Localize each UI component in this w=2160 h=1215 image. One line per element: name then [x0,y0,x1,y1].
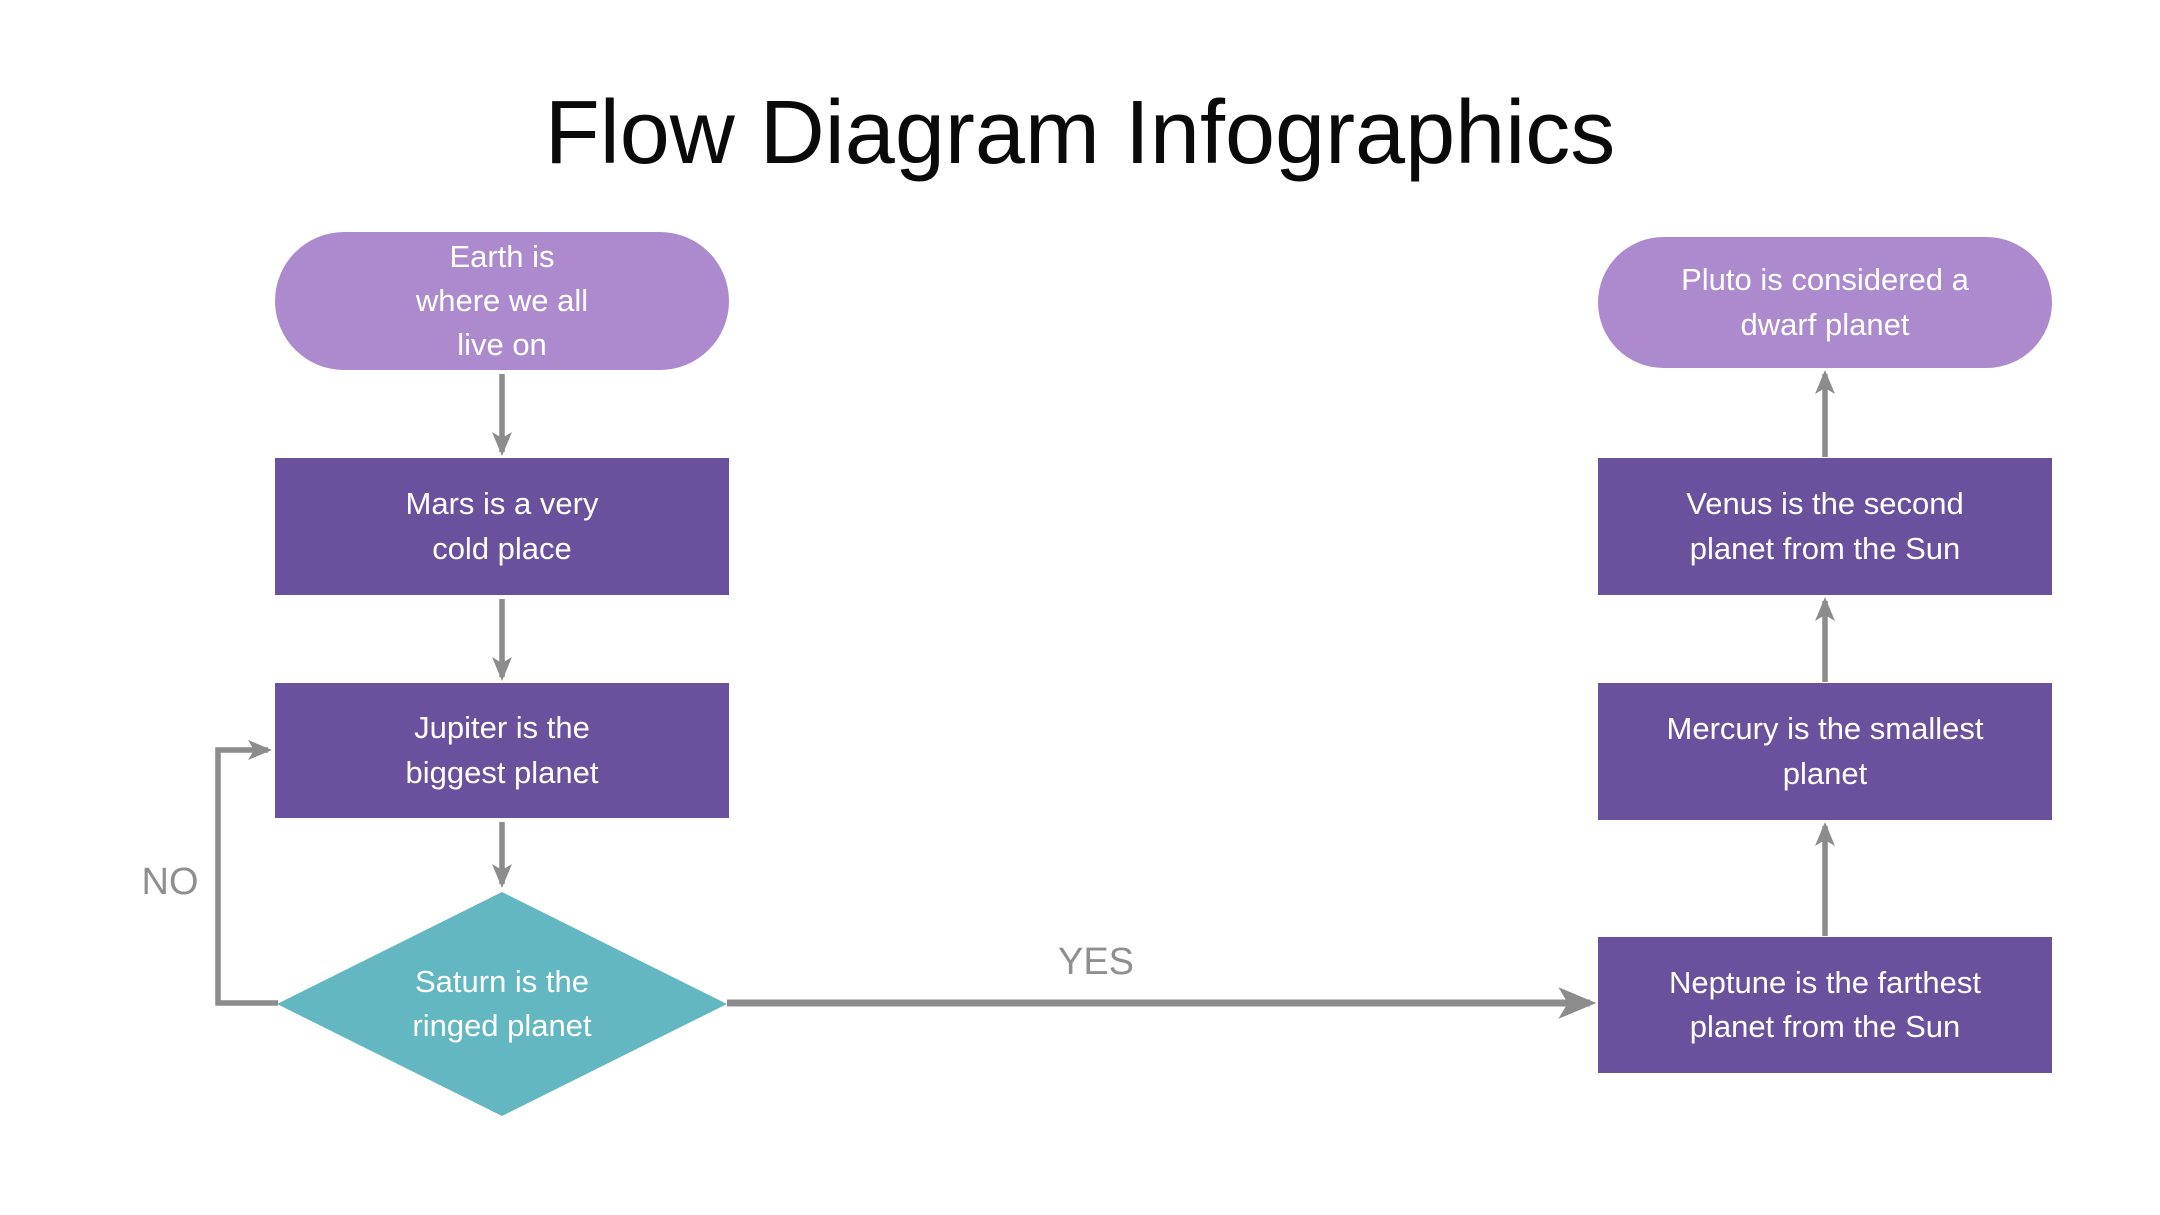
terminator-node-earth: Earth is where we all live on [275,232,729,370]
process-node-venus: Venus is the second planet from the Sun [1598,458,2052,595]
node-text: Mars is a very cold place [405,486,599,566]
process-node-neptune: Neptune is the farthest planet from the … [1598,937,2052,1073]
node-text: Earth is where we all live on [415,238,589,362]
node-text: Saturn is the ringed planet [412,963,592,1043]
process-node-mars: Mars is a very cold place [275,458,729,595]
process-node-mercury: Mercury is the smallest planet [1598,683,2052,820]
node-text: Mercury is the smallest planet [1666,711,1984,791]
yes-edge-label: YES [1057,941,1135,983]
decision-node-saturn: Saturn is the ringed planet [277,892,727,1116]
node-text: Venus is the second planet from the Sun [1686,486,1964,566]
node-text: Neptune is the farthest planet from the … [1669,964,1981,1044]
node-text: Jupiter is the biggest planet [405,710,599,790]
no-edge-label: NO [141,861,199,903]
terminator-node-pluto: Pluto is considered a dwarf planet [1598,237,2052,368]
process-node-jupiter: Jupiter is the biggest planet [275,683,729,818]
page-title: Flow Diagram Infographics [544,83,1616,183]
node-text: Pluto is considered a dwarf planet [1681,262,1969,342]
